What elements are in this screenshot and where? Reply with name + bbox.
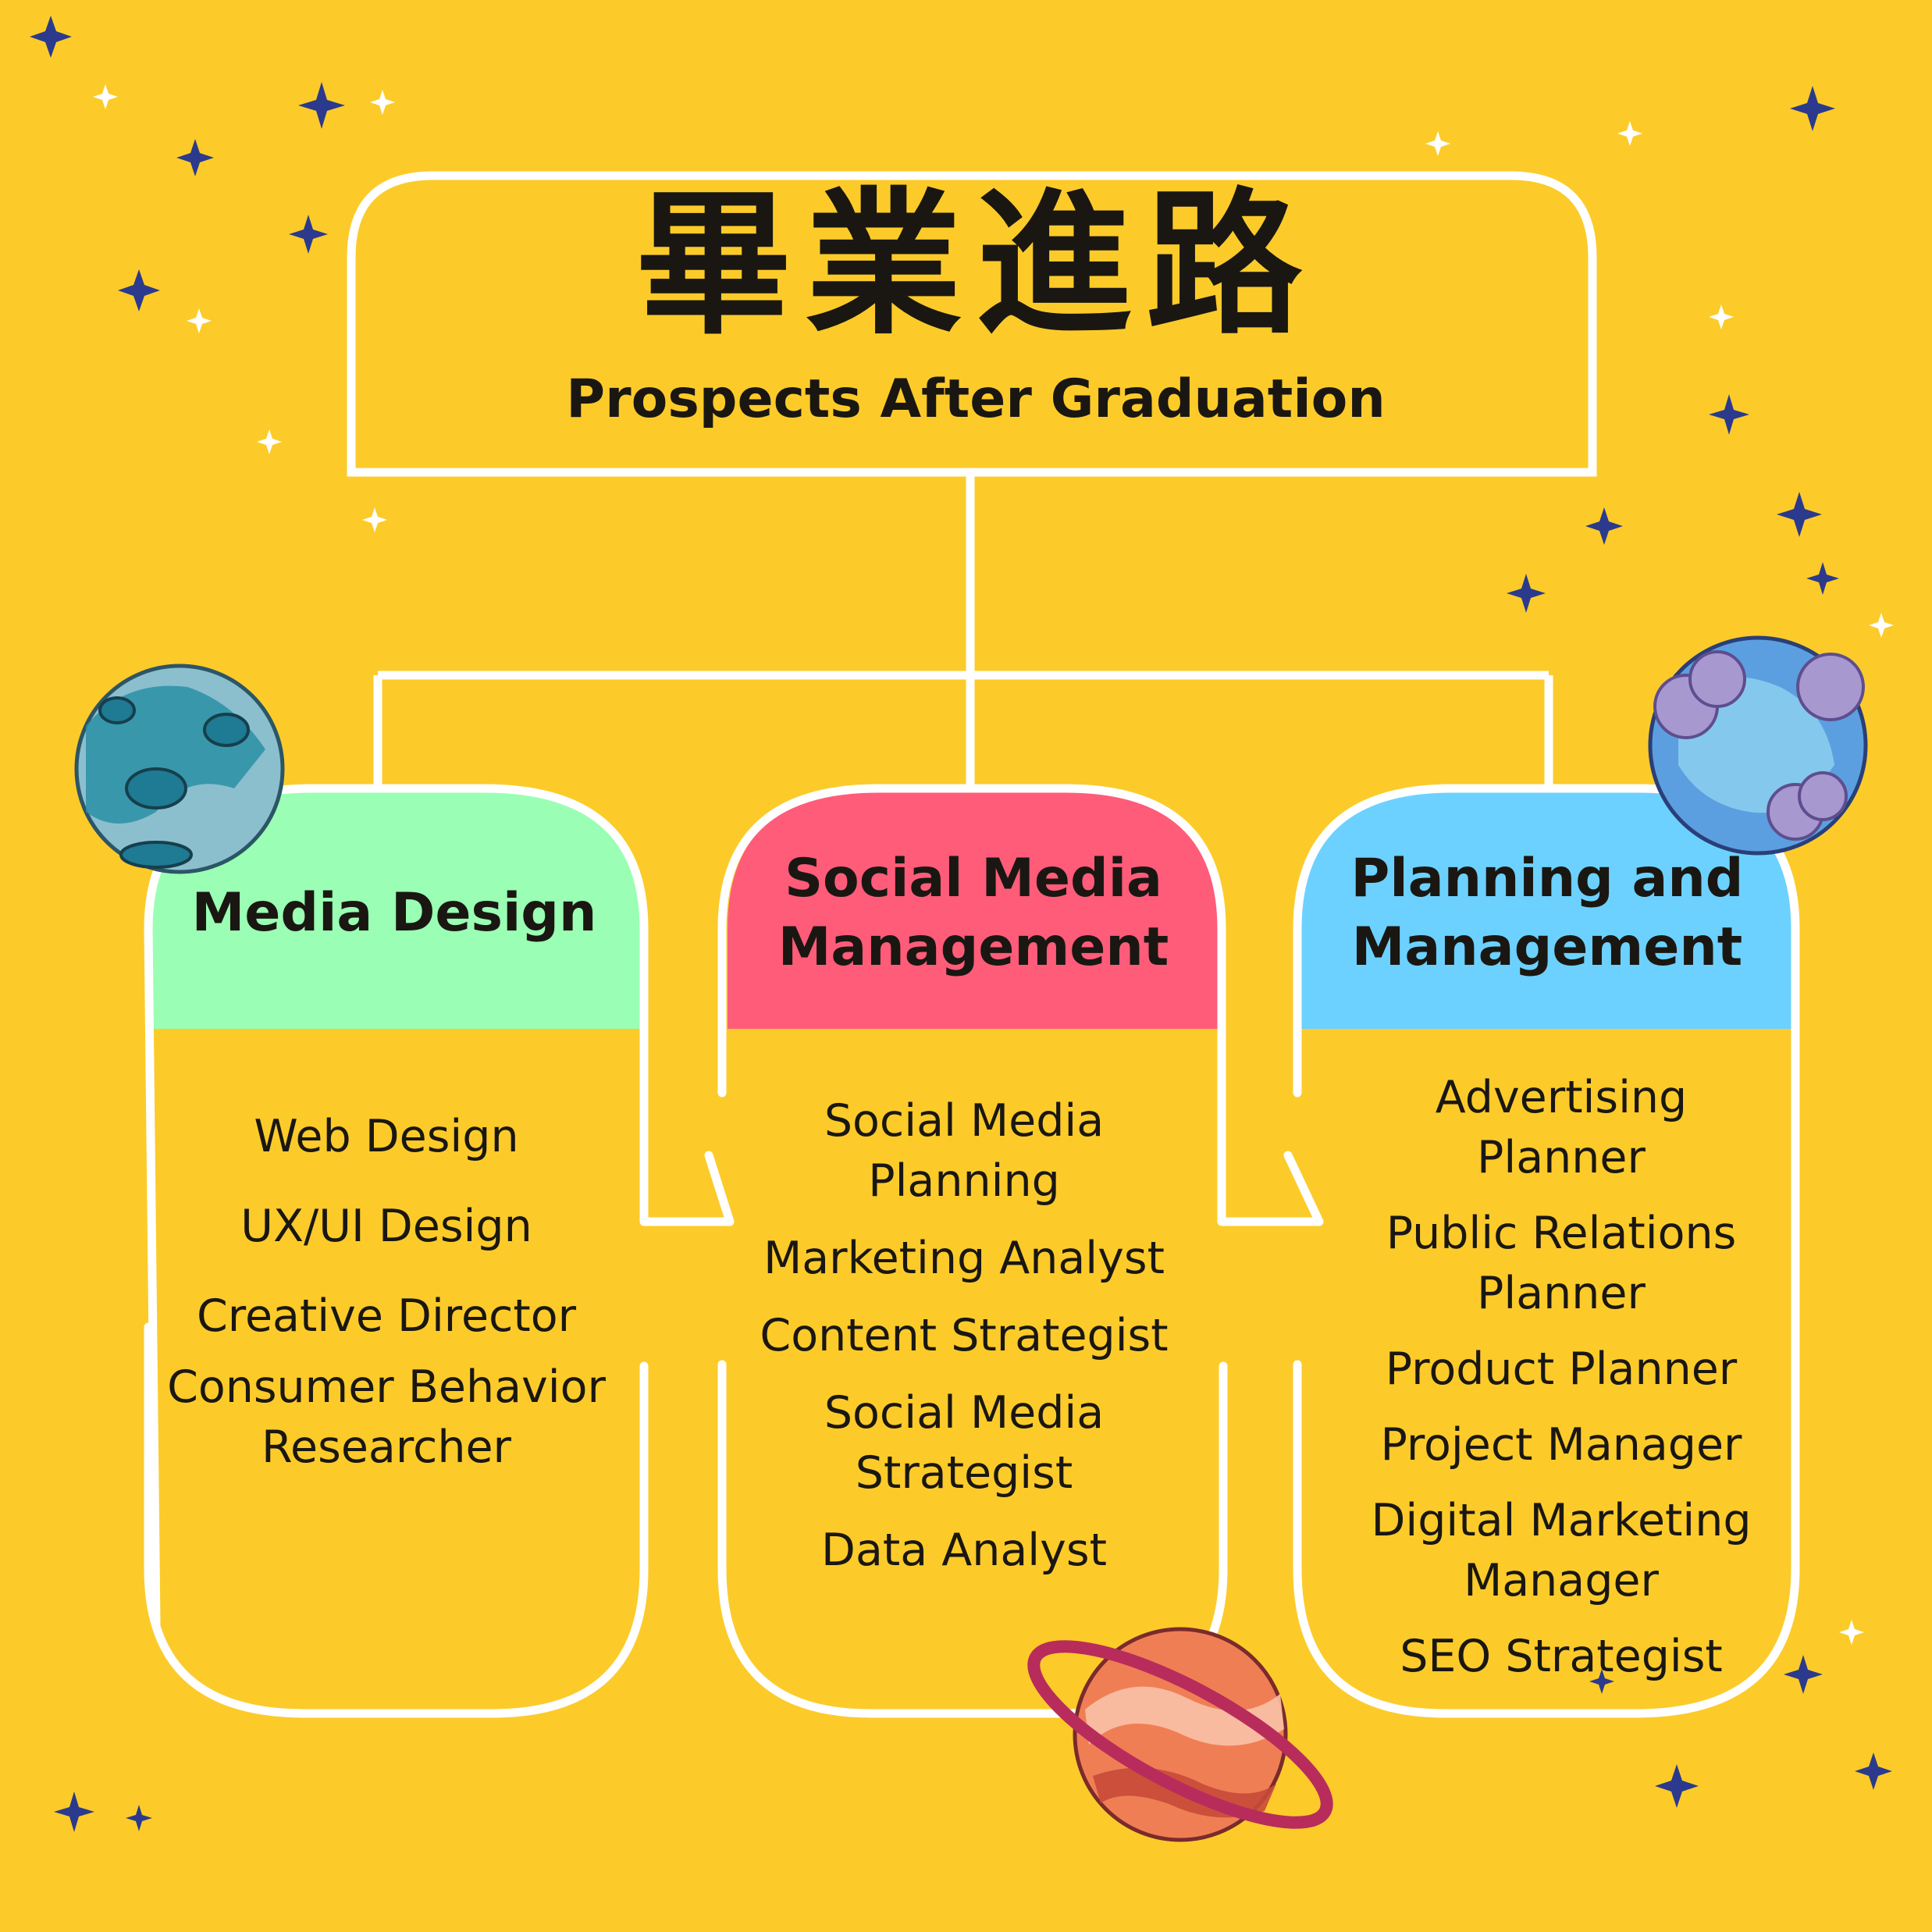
list-item: Digital Marketing Manager <box>1371 1495 1752 1606</box>
star-icon <box>1777 492 1822 537</box>
list-item: Product Planner <box>1385 1343 1738 1395</box>
star-icon <box>1507 574 1546 613</box>
star-icon <box>1709 394 1749 435</box>
sparkle-icon <box>1709 304 1734 329</box>
star-icon <box>1655 1764 1699 1808</box>
list-item: Creative Director <box>196 1290 577 1342</box>
star-icon <box>1855 1752 1892 1790</box>
plan-header-fill <box>1301 788 1793 1029</box>
list-item: Marketing Analyst <box>763 1233 1165 1284</box>
list-item: Advertising Planner <box>1435 1072 1688 1183</box>
star-icon <box>298 82 345 129</box>
star-field <box>30 16 1892 1832</box>
sparkle-field <box>93 84 1894 1645</box>
list-item: Project Manager <box>1380 1419 1742 1471</box>
tree-connectors <box>373 472 1553 788</box>
planning-management-heading: Planning and Management <box>1350 848 1744 978</box>
sparkle-icon <box>93 84 118 109</box>
star-icon <box>1589 1669 1614 1694</box>
list-item: Content Strategist <box>760 1310 1169 1361</box>
page-title-english: Prospects After Graduation <box>566 368 1386 430</box>
list-item: Social Media Strategist <box>824 1387 1105 1499</box>
sparkle-icon <box>257 429 282 454</box>
media-design-career-list: Web Design UX/UI Design Creative Directo… <box>141 1107 632 1507</box>
list-item: UX/UI Design <box>240 1201 532 1252</box>
star-icon <box>176 139 214 176</box>
sparkle-icon <box>1617 121 1642 146</box>
star-icon <box>1806 562 1839 595</box>
social-header-fill <box>728 788 1219 1029</box>
sparkle-icon <box>1839 1620 1864 1645</box>
star-icon <box>1585 507 1623 545</box>
media-header-fill <box>148 788 640 1029</box>
list-item: Data Analyst <box>821 1525 1107 1576</box>
sparkle-icon <box>1425 131 1450 156</box>
list-item: Consumer Behavior Researcher <box>167 1361 606 1473</box>
sparkle-icon <box>370 90 395 115</box>
social-media-management-heading: Social Media Management <box>777 848 1169 978</box>
sparkle-icon <box>362 507 387 532</box>
star-icon <box>30 16 72 58</box>
list-item: Social Media Planning <box>824 1095 1105 1207</box>
media-design-heading: Media Design <box>191 882 597 944</box>
star-icon <box>289 215 328 254</box>
list-item: SEO Strategist <box>1400 1631 1723 1682</box>
sparkle-icon <box>1869 613 1894 638</box>
page-title-chinese: 畢業進路 <box>635 174 1316 356</box>
header-frame <box>347 171 1597 477</box>
ringed-planet-icon <box>1027 1627 1333 1842</box>
star-icon <box>54 1791 94 1832</box>
star-icon <box>1790 86 1835 131</box>
star-icon <box>126 1805 152 1831</box>
blue-planet-icon <box>1648 635 1868 856</box>
teal-planet-icon <box>74 664 285 874</box>
social-media-career-list: Social Media Planning Marketing Analyst … <box>718 1091 1210 1598</box>
sparkle-icon <box>187 308 212 333</box>
list-item: Public Relations Planner <box>1386 1208 1737 1319</box>
list-item: Web Design <box>254 1111 519 1162</box>
star-icon <box>1784 1655 1823 1694</box>
star-icon <box>118 269 160 311</box>
planning-management-career-list: Advertising Planner Public Relations Pla… <box>1311 1068 1811 1703</box>
